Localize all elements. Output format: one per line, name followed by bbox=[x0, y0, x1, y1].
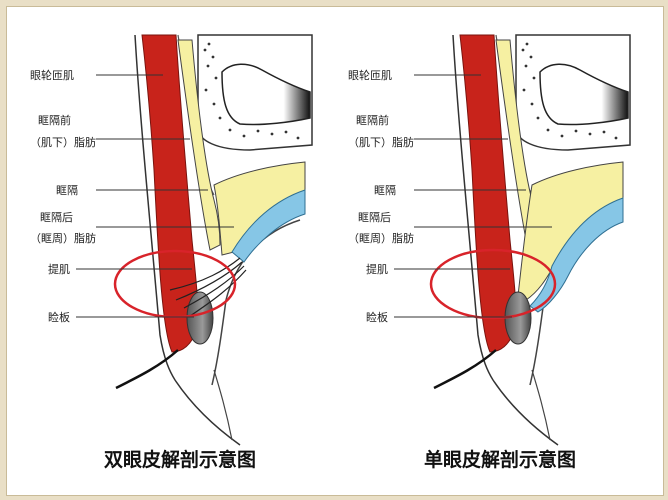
label-levator: 提肌 bbox=[366, 263, 388, 276]
double-eyelid-illustration bbox=[74, 33, 314, 447]
label-postseptal-line1: 眶隔后 bbox=[358, 211, 391, 224]
label-preseptal-line1: 眶隔前 bbox=[356, 113, 389, 127]
label-orbicularis: 眼轮匝肌 bbox=[30, 68, 74, 82]
label-levator: 提肌 bbox=[48, 263, 70, 276]
label-postseptal-line2: （眶周）脂肪 bbox=[30, 231, 96, 245]
label-septum: 眶隔 bbox=[56, 184, 78, 197]
right-panel: 眼轮匝肌 眶隔前 （肌下）脂肪 眶隔 眶隔后 （眶周）脂肪 提肌 睑板 单眼皮解… bbox=[348, 34, 631, 471]
caption-double-eyelid: 双眼皮解剖示意图 bbox=[104, 448, 256, 471]
label-preseptal-line1: 眶隔前 bbox=[38, 113, 71, 127]
label-postseptal-line1: 眶隔后 bbox=[40, 211, 73, 224]
label-postseptal-line2: （眶周）脂肪 bbox=[348, 231, 414, 245]
label-tarsus: 睑板 bbox=[48, 310, 70, 324]
caption-single-eyelid: 单眼皮解剖示意图 bbox=[424, 448, 576, 471]
label-orbicularis: 眼轮匝肌 bbox=[348, 68, 392, 82]
label-preseptal-line2: （肌下）脂肪 bbox=[30, 135, 96, 149]
label-preseptal-line2: （肌下）脂肪 bbox=[348, 135, 414, 149]
label-septum: 眶隔 bbox=[374, 184, 396, 197]
left-panel: 眼轮匝肌 眶隔前 （肌下）脂肪 眶隔 眶隔后 （眶周）脂肪 提肌 睑板 双眼皮解… bbox=[30, 33, 314, 471]
single-eyelid-illustration bbox=[394, 34, 631, 446]
label-tarsus: 睑板 bbox=[366, 310, 388, 324]
